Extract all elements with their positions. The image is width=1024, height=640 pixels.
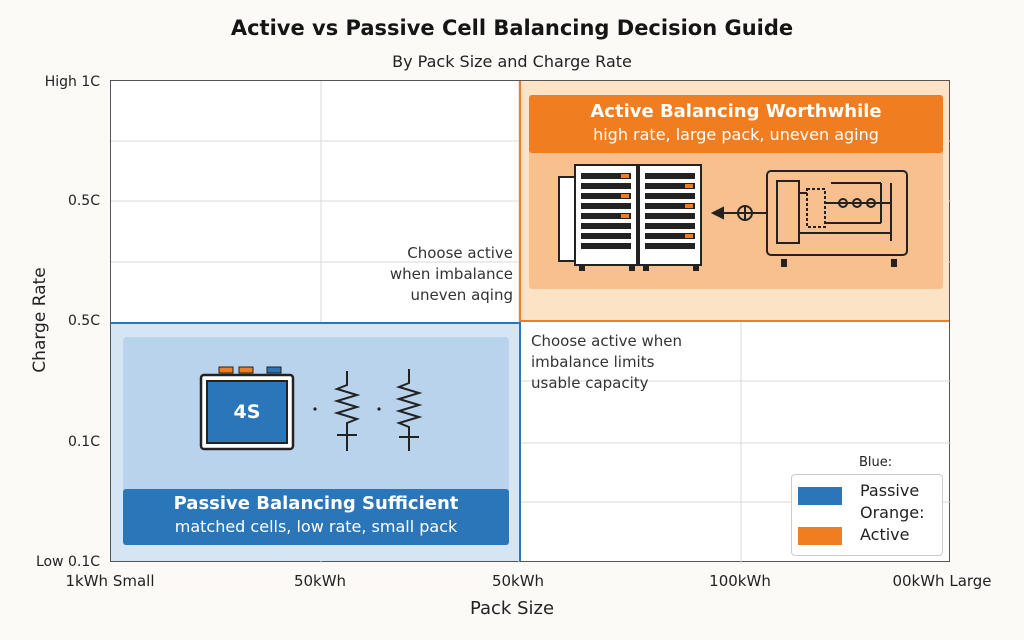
note-right-line: usable capacity <box>531 374 649 392</box>
y-axis-label: Charge Rate <box>30 267 50 373</box>
y-tick: Low 0.1C <box>35 554 100 570</box>
passive-title: Passive Balancing Sufficient <box>173 493 459 514</box>
note-left-line: when imbalance <box>389 265 513 283</box>
x-tick: 50kWh <box>293 572 347 590</box>
note-left-line: Choose active <box>407 244 513 262</box>
note-right-line: Choose active when <box>531 332 683 350</box>
note-right: Choose active when imbalance limits usab… <box>531 331 731 394</box>
legend: Passive Orange: Active <box>791 474 943 556</box>
legend-heading: Blue: <box>859 455 893 470</box>
passive-subtitle: matched cells, low rate, small pack <box>174 517 458 536</box>
x-axis-label: Pack Size <box>469 598 555 619</box>
y-tick: 0.5C <box>67 313 100 329</box>
server-rack-illustration <box>558 164 908 271</box>
legend-swatch-passive <box>798 487 842 505</box>
x-tick: 50kWh <box>491 572 545 590</box>
y-tick: 0.1C <box>67 434 100 450</box>
active-subtitle: high rate, large pack, uneven aging <box>593 125 879 144</box>
active-title: Active Balancing Worthwhile <box>590 101 882 122</box>
x-tick: 100kWh <box>709 572 771 590</box>
note-left: Choose active when imbalance uneven aqin… <box>357 243 513 306</box>
plot-area: Active Balancing Worthwhile high rate, l… <box>110 80 951 563</box>
note-left-line: uneven aqing <box>410 286 513 304</box>
passive-banner: Passive Balancing Sufficient matched cel… <box>123 489 509 545</box>
note-right-line: imbalance limits <box>531 353 655 371</box>
battery-resistor-illustration <box>199 366 423 451</box>
legend-label-active: Active <box>860 525 910 544</box>
active-banner: Active Balancing Worthwhile high rate, l… <box>529 95 943 153</box>
y-tick: 0.5C <box>67 193 100 209</box>
chart-subtitle: By Pack Size and Charge Rate <box>392 52 632 71</box>
legend-label-passive: Passive <box>860 481 920 500</box>
x-tick: 00kWh Large <box>892 572 992 590</box>
legend-label-orange: Orange: <box>860 503 925 522</box>
y-tick: High 1C <box>44 74 100 90</box>
chart-title: Active vs Passive Cell Balancing Decisio… <box>230 16 794 40</box>
cell-count-label: 4S <box>233 401 261 423</box>
x-tick: 1kWh Small <box>65 572 155 590</box>
legend-swatch-active <box>798 527 842 545</box>
